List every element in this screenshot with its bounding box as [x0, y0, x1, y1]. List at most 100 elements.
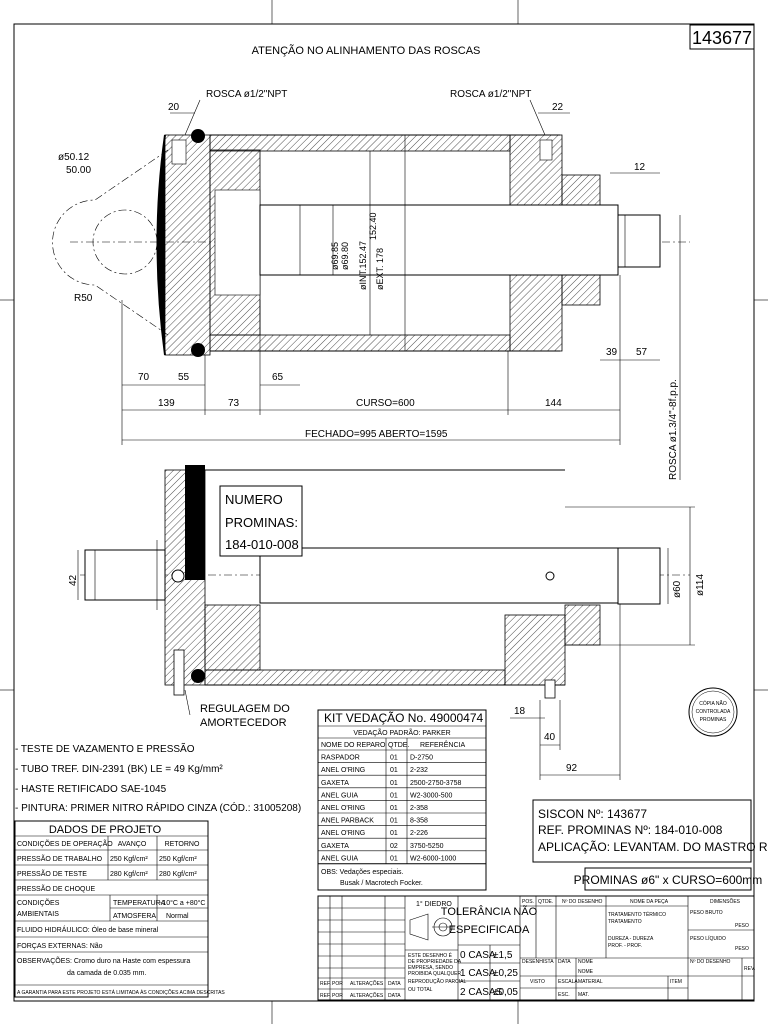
dim-65: 65 [272, 372, 284, 383]
damper-label-l1: REGULAGEM DO [200, 703, 290, 715]
dim-73: 73 [228, 398, 240, 409]
project-data-h3: RETORNO [165, 841, 200, 848]
title-block-tol-rows-2-1: ±0,05 [493, 987, 518, 998]
thread-right-label: ROSCA ø1/2"NPT [450, 89, 531, 100]
project-data-r4b: AMBIENTAIS [17, 911, 59, 918]
dim-55: 55 [178, 372, 190, 383]
seal-kit-subtitle: VEDAÇÃO PADRÃO: PARKER [353, 728, 450, 737]
model-label: PROMINAS ø6" x CURSO=600mm [574, 873, 763, 887]
project-data-h1: CONDIÇÕES DE OPERAÇÃO [17, 839, 113, 848]
project-data-r4d: -10°C a +80°C [160, 899, 205, 907]
seal-part-qty: 01 [390, 780, 398, 787]
seal-part-qty: 01 [390, 755, 398, 762]
seal-part-ref: 2500-2750-3758 [410, 780, 461, 787]
project-data-r3: PRESSÃO DE CHOQUE [17, 884, 96, 893]
bottom-view-stamp-l1: CÓPIA NÃO [699, 700, 727, 707]
seal-part-qty: 01 [390, 792, 398, 799]
title-block-rev-headers-3: DATA [388, 993, 401, 999]
seal-kit-headers-2: REFERÊNCIA [420, 740, 465, 749]
top-dimension-lines [121, 215, 681, 480]
dim-114: ø114 [695, 574, 706, 596]
title-block-col-dims: DIMENSÕES [710, 898, 741, 905]
title-block-tol-rows-0-0: 0 CASA [460, 950, 496, 961]
title-block-prop-6: OU TOTAL [408, 987, 433, 993]
damper-label-l2: AMORTECEDOR [200, 717, 287, 729]
seal-part-ref: 2-232 [410, 767, 428, 774]
title-block-w-gross: PESO BRUTO [690, 910, 723, 916]
dim-42: 42 [68, 574, 79, 586]
note-1: - TESTE DE VAZAMENTO E PRESSÃO [15, 742, 195, 755]
title-block-tol-rows-1-1: ±0,25 [493, 968, 518, 979]
bore-dia-b: 152.40 [368, 212, 378, 240]
dim-144: 144 [545, 398, 562, 409]
siscon-number: SISCON Nº: 143677 [538, 807, 647, 821]
seal-part-qty: 01 [390, 805, 398, 812]
title-block-item: ITEM [670, 979, 682, 985]
stroke-label: CURSO=600 [356, 398, 415, 409]
seal-part-ref: 8-358 [410, 818, 428, 825]
title-block-rev-headers-0: REF. [320, 993, 331, 999]
title-block-rev-headers-1: POR [332, 981, 343, 987]
project-data-table: DADOS DE PROJETO CONDIÇÕES DE OPERAÇÃO A… [14, 820, 225, 998]
title-block-treat-1: TRATAMENTO TÉRMICO [608, 911, 666, 918]
title-block-rev: REV. [744, 966, 755, 972]
application: APLICAÇÃO: LEVANTAM. DO MASTRO R-4H [538, 840, 768, 854]
title-block: REF. POR ALTERAÇÕES DATA REF. POR ALTERA… [317, 895, 755, 1001]
seal-part-name: GAXETA [321, 780, 349, 787]
seal-part-ref: 2-226 [410, 830, 428, 837]
note-4: - PINTURA: PRIMER NITRO RÁPIDO CINZA (CÓ… [15, 801, 301, 814]
title-block-tol-rows-0-1: ±1,5 [493, 950, 513, 961]
seal-kit-obs2: Busak / Macrotech Focker. [340, 880, 423, 887]
title-block-scale: ESCALA [558, 979, 578, 985]
title-block-name: NOME [578, 959, 594, 965]
title-block-treat-2: TRATAMENTO [608, 919, 642, 925]
seal-part-name: ANEL GUIA [321, 855, 358, 862]
prominas-ref: REF. PROMINAS Nº: 184-010-008 [538, 823, 723, 837]
title-block-material: MATERIAL [578, 979, 603, 985]
prominas-box-l3: 184-010-008 [225, 537, 299, 552]
top-note: ATENÇÃO NO ALINHAMENTO DAS ROSCAS [252, 44, 481, 57]
dim-70: 70 [138, 372, 150, 383]
dim-139: 139 [158, 398, 175, 409]
general-notes: - TESTE DE VAZAMENTO E PRESSÃO - TUBO TR… [15, 742, 301, 814]
rod-thread-label: ROSCA ø1.3/4"-8f.p.p. [668, 379, 679, 480]
seal-part-name: ANEL O'RING [321, 767, 365, 774]
project-data-r7b: da camada de 0.035 mm. [67, 970, 146, 977]
seal-part-name: GAXETA [321, 843, 349, 850]
title-block-tol-title-2: ESPECIFICADA [449, 924, 530, 936]
project-data-r2-1: 280 Kgf/cm² [110, 871, 148, 878]
seal-part-ref: W2-6000-1000 [410, 855, 456, 862]
dim-40: 40 [544, 732, 556, 743]
title-block-prop-3: EMPRESA, SENDO [408, 965, 453, 971]
note-3: - HASTE RETIFICADO SAE-1045 [15, 784, 167, 795]
project-data-title: DADOS DE PROJETO [49, 824, 162, 836]
prominas-number-box: NUMERO PROMINAS: 184-010-008 [219, 485, 303, 557]
seal-part-ref: 3750-5250 [410, 843, 444, 850]
project-data-r2-2: 280 Kgf/cm² [159, 871, 197, 878]
prominas-box-l1: NUMERO [225, 492, 283, 507]
title-block-col-qtde: QTDE. [538, 899, 553, 905]
title-block-w-net: PESO LÍQUIDO [690, 935, 726, 942]
title-block-col-pos: POS. [522, 899, 534, 905]
pin-dia-min: 50.00 [66, 165, 91, 176]
seal-part-name: ANEL GUIA [321, 792, 358, 799]
title-block-prop-2: DE PROPRIEDADE DA [408, 959, 462, 965]
application-info-box: SISCON Nº: 143677 REF. PROMINAS Nº: 184-… [532, 799, 768, 863]
rod-dia-b: ø69.80 [340, 242, 350, 270]
project-data-r1-0: PRESSÃO DE TRABALHO [17, 854, 103, 863]
title-block-peso: PESO [735, 946, 749, 952]
title-block-col-drawing: Nº DO DESENHO [562, 899, 603, 905]
seal-part-name: ANEL PARBACK [321, 818, 374, 825]
title-block-esc: ESC. [558, 992, 570, 998]
top-section-view [52, 129, 690, 357]
prominas-box-l2: PROMINAS: [225, 515, 298, 530]
project-data-r4c: TEMPERATURA [113, 900, 166, 907]
seal-part-ref: D-2750 [410, 755, 433, 762]
title-block-rev-headers-2: ALTERAÇÕES [350, 980, 384, 987]
drawing-number-box: 143677 [689, 24, 755, 50]
seal-part-qty: 01 [390, 830, 398, 837]
seal-part-name: ANEL O'RING [321, 830, 365, 837]
title-block-prop-5: REPRODUÇÃO PARCIAL [408, 978, 466, 985]
